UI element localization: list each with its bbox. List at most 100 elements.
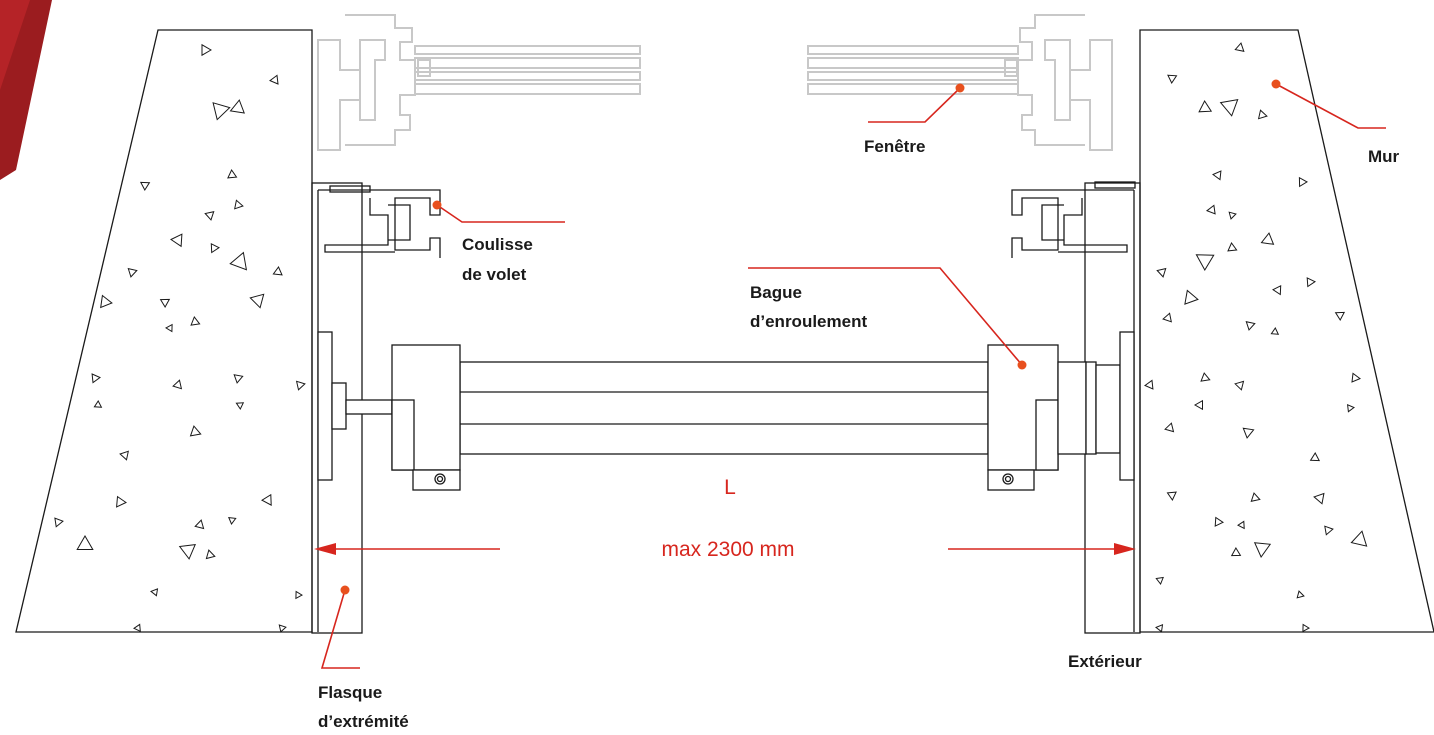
aggregate-mark	[194, 519, 205, 530]
aggregate-mark	[1155, 576, 1164, 585]
aggregate-mark	[269, 74, 279, 85]
aggregate-mark	[234, 199, 244, 210]
label-coulisse-line2: de volet	[462, 265, 527, 284]
aggregate-mark	[1227, 242, 1238, 252]
aggregate-mark	[1228, 211, 1237, 220]
aggregate-mark	[1302, 623, 1311, 633]
aggregate-mark	[116, 495, 127, 508]
aggregate-mark	[1205, 204, 1216, 215]
aggregate-mark	[205, 549, 216, 560]
aggregate-mark	[150, 588, 159, 597]
aggregate-mark	[1237, 520, 1245, 530]
aggregate-mark	[1298, 176, 1308, 188]
label-exterieur: Extérieur	[1068, 652, 1142, 671]
aggregate-mark	[100, 294, 113, 309]
aggregate-mark	[229, 251, 248, 271]
aggregate-mark	[76, 535, 94, 550]
label-coulisse-line1: Coulisse	[462, 235, 533, 254]
aggregate-mark	[190, 315, 201, 326]
aggregate-mark	[1193, 399, 1203, 411]
aggregate-mark	[1250, 492, 1261, 502]
aggregate-mark	[227, 168, 238, 179]
aggregate-mark	[1155, 624, 1164, 633]
label-flasque-line2: d’extrémité	[318, 712, 409, 731]
label-mur: Mur	[1368, 147, 1400, 166]
leader-lines	[320, 83, 1386, 669]
aggregate-mark	[1296, 590, 1305, 599]
wall-aggregate-pattern	[54, 42, 1368, 633]
aggregate-mark	[1347, 404, 1355, 413]
aggregate-mark	[1234, 380, 1245, 391]
aggregate-mark	[139, 181, 151, 191]
aggregate-mark	[204, 211, 215, 221]
aggregate-mark	[1253, 542, 1272, 558]
aggregate-mark	[1234, 42, 1245, 52]
aggregate-mark	[93, 400, 103, 408]
aggregate-mark	[1306, 277, 1317, 288]
aggregate-mark	[1350, 530, 1368, 547]
label-flasque-line1: Flasque	[318, 683, 382, 702]
aggregate-mark	[1214, 516, 1225, 527]
aggregate-mark	[1309, 452, 1321, 462]
aggregate-mark	[295, 590, 304, 600]
corner-band	[0, 0, 52, 180]
aggregate-mark	[1144, 379, 1154, 390]
wall-right	[1139, 29, 1434, 633]
leader-dots	[340, 79, 1281, 595]
aggregate-mark	[1212, 170, 1222, 181]
dimension-max-length	[314, 543, 1136, 555]
aggregate-mark	[1272, 284, 1282, 296]
label-fenetre: Fenêtre	[864, 137, 925, 156]
aggregate-mark	[1230, 547, 1242, 557]
length-symbol: L	[724, 476, 736, 499]
aggregate-mark	[1184, 289, 1199, 305]
aggregate-mark	[189, 425, 202, 437]
end-flange-left	[317, 331, 393, 481]
window-frame-left	[317, 14, 641, 151]
aggregate-mark	[178, 543, 197, 560]
aggregate-mark	[127, 267, 138, 278]
aggregate-mark	[1219, 98, 1239, 117]
aggregate-mark	[1242, 427, 1255, 439]
max-length-label: max 2300 mm	[661, 538, 794, 561]
aggregate-mark	[233, 374, 244, 384]
aggregate-mark	[212, 102, 231, 121]
aggregate-mark	[235, 402, 245, 411]
aggregate-mark	[295, 380, 306, 391]
aggregate-mark	[170, 233, 183, 248]
aggregate-mark	[201, 43, 212, 57]
aggregate-mark	[229, 99, 245, 114]
aggregate-mark	[1162, 312, 1172, 323]
aggregate-mark	[1198, 99, 1213, 113]
aggregate-mark	[172, 379, 183, 390]
aggregate-mark	[119, 450, 129, 461]
aggregate-mark	[1167, 74, 1178, 85]
aggregate-mark	[1200, 372, 1211, 382]
aggregate-mark	[272, 266, 283, 276]
aggregate-mark	[210, 242, 220, 254]
aggregate-mark	[1334, 311, 1346, 321]
aggregate-mark	[1260, 232, 1275, 245]
aggregate-mark	[1156, 267, 1167, 278]
tube-assembly	[391, 331, 1135, 491]
aggregate-mark	[1195, 254, 1215, 272]
aggregate-mark	[54, 517, 64, 528]
aggregate-mark	[1166, 491, 1177, 502]
aggregate-mark	[164, 323, 173, 333]
aggregate-mark	[133, 623, 141, 633]
aggregate-mark	[91, 373, 101, 384]
aggregate-mark	[261, 493, 272, 506]
aggregate-mark	[1351, 372, 1361, 383]
aggregate-mark	[278, 624, 287, 633]
label-bague-line2: d’enroulement	[750, 312, 867, 331]
aggregate-mark	[1257, 109, 1268, 120]
window-frame-right	[807, 14, 1113, 151]
aggregate-mark	[1270, 327, 1280, 335]
aggregate-mark	[1164, 422, 1175, 433]
aggregate-mark	[228, 517, 237, 525]
aggregate-mark	[1324, 525, 1334, 536]
aggregate-mark	[1245, 321, 1256, 331]
wall-left	[15, 29, 313, 633]
label-bague-line1: Bague	[750, 283, 802, 302]
